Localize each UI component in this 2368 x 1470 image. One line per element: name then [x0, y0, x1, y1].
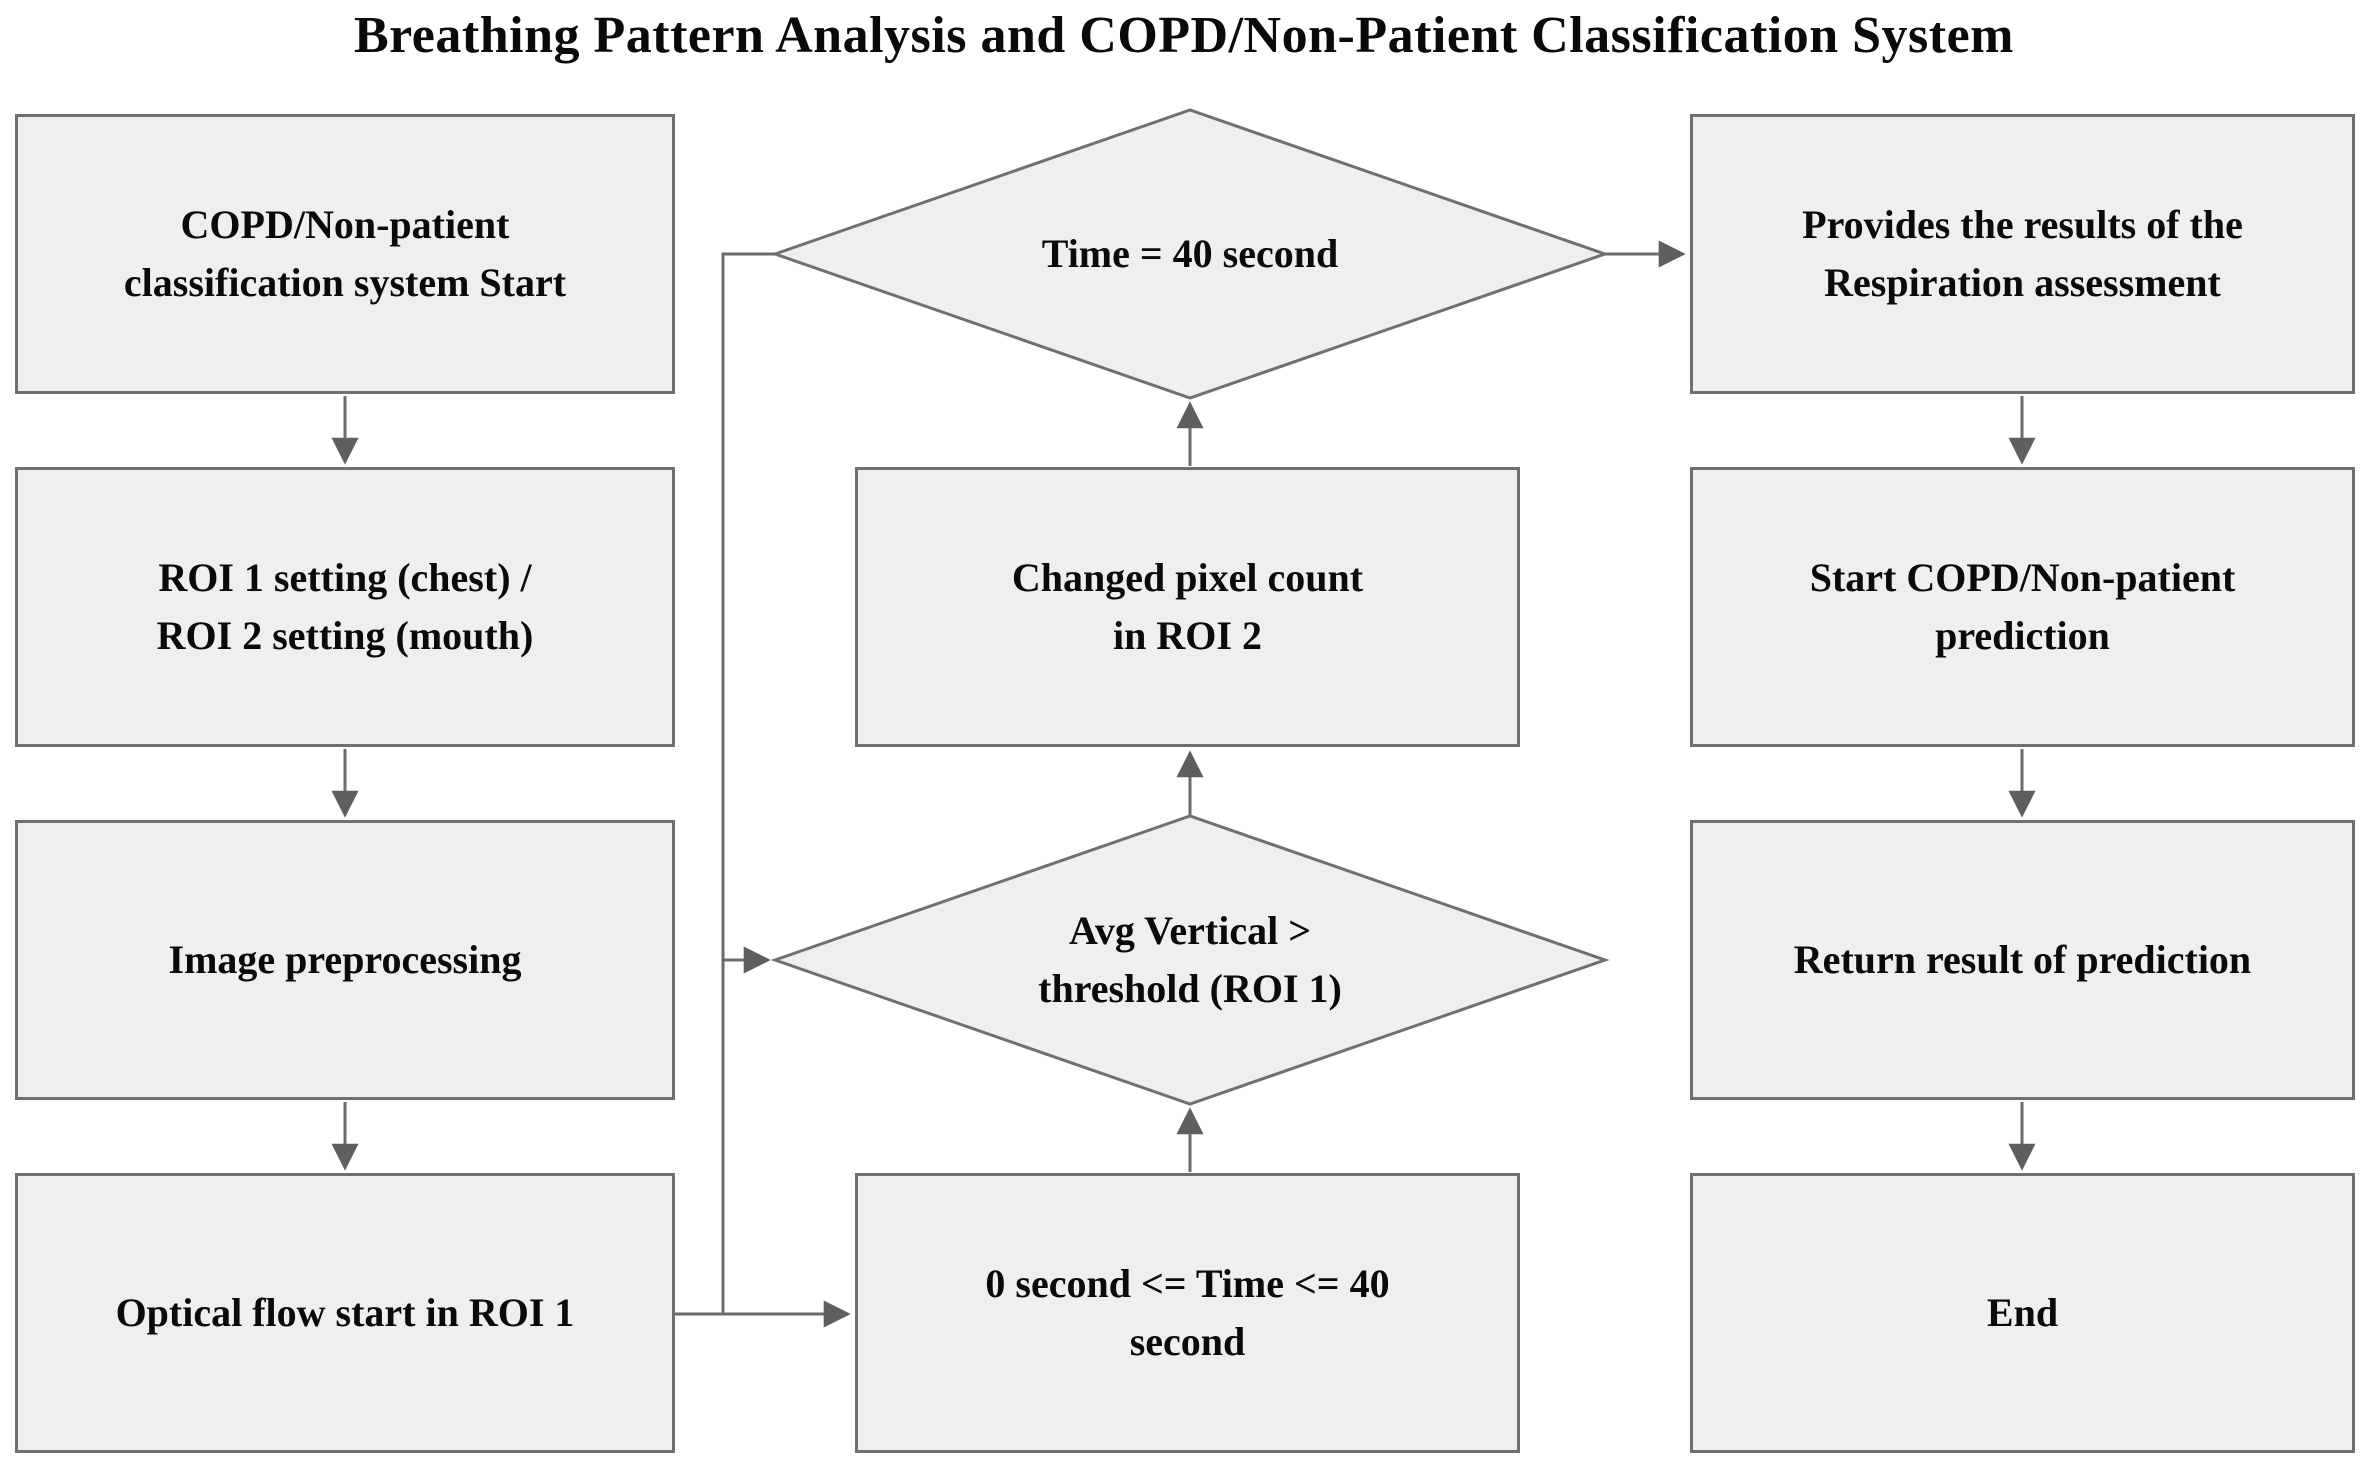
node-optical-flow-label: Optical flow start in ROI 1 — [115, 1290, 575, 1335]
node-image-preprocessing-label: Image preprocessing — [168, 937, 522, 982]
node-end: End — [1690, 1173, 2355, 1453]
node-time-range: 0 second <= Time <= 40 second — [855, 1173, 1520, 1453]
node-start-prediction: Start COPD/Non-patient prediction — [1690, 467, 2355, 747]
node-image-preprocessing: Image preprocessing — [15, 820, 675, 1100]
node-provides-results-label: Provides the results of the Respiration … — [1802, 202, 2243, 305]
node-changed-pixel-label: Changed pixel count in ROI 2 — [1011, 555, 1364, 658]
node-start-prediction-label: Start COPD/Non-patient prediction — [1809, 555, 2236, 658]
node-changed-pixel: Changed pixel count in ROI 2 — [855, 467, 1520, 747]
node-time-40-diamond: Time = 40 second — [775, 110, 1605, 398]
node-provides-results: Provides the results of the Respiration … — [1690, 114, 2355, 394]
diagram-title: Breathing Pattern Analysis and COPD/Non-… — [353, 7, 2014, 64]
diamond-avg-vertical — [770, 814, 1610, 1106]
node-end-label: End — [1986, 1290, 2059, 1335]
node-time-range-label: 0 second <= Time <= 40 second — [985, 1261, 1390, 1364]
node-copd-start-label: COPD/Non-patient classification system S… — [123, 202, 567, 305]
node-time-40-label: Time = 40 second — [1041, 231, 1339, 276]
node-avg-vertical-label: Avg Vertical > threshold (ROI 1) — [1038, 908, 1342, 1011]
node-optical-flow: Optical flow start in ROI 1 — [15, 1173, 675, 1453]
node-return-result: Return result of prediction — [1690, 820, 2355, 1100]
node-roi-setting-label: ROI 1 setting (chest) / ROI 2 setting (m… — [156, 555, 534, 658]
node-roi-setting: ROI 1 setting (chest) / ROI 2 setting (m… — [15, 467, 675, 747]
node-copd-start: COPD/Non-patient classification system S… — [15, 114, 675, 394]
node-avg-vertical-diamond: Avg Vertical > threshold (ROI 1) — [775, 816, 1605, 1104]
loop-trunk-line — [721, 252, 775, 1314]
node-return-result-label: Return result of prediction — [1793, 937, 2252, 982]
